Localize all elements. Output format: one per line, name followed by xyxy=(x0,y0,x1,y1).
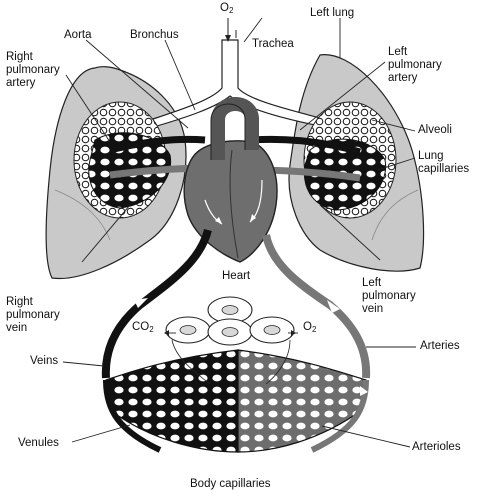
co2-text: CO xyxy=(132,321,150,333)
trachea-tube xyxy=(149,39,321,129)
label-veins: Veins xyxy=(30,355,59,367)
label-right-pulmonary-vein: Right pulmonary vein xyxy=(6,296,60,334)
label-lung-capillaries: Lung capillaries xyxy=(418,150,470,175)
label-arterioles: Arterioles xyxy=(412,441,461,453)
aorta-arch xyxy=(211,97,259,160)
arterial-capillary-bed xyxy=(237,349,367,453)
label-left-pulmonary-vein: Left pulmonary vein xyxy=(362,277,416,315)
label-o2-top: O2 xyxy=(220,2,233,17)
label-o2-body: O2 xyxy=(303,321,316,336)
label-venules: Venules xyxy=(18,437,59,449)
label-left-lung: Left lung xyxy=(310,7,355,19)
label-body-capillaries: Body capillaries xyxy=(190,478,271,490)
label-heart: Heart xyxy=(222,270,251,282)
o2-body-text: O xyxy=(303,321,312,333)
venous-capillary-bed xyxy=(105,349,239,453)
label-right-pulmonary-artery: Right pulmonary artery xyxy=(6,51,60,89)
co2-sub: 2 xyxy=(149,325,154,334)
label-co2: CO2 xyxy=(132,321,154,336)
o2-top-text: O xyxy=(220,2,229,14)
label-arteries: Arteries xyxy=(420,340,460,352)
leader-lines xyxy=(62,17,416,448)
o2-top-sub: 2 xyxy=(228,6,234,15)
label-alveoli: Alveoli xyxy=(418,124,452,136)
body-cells xyxy=(165,296,295,385)
label-aorta: Aorta xyxy=(64,29,92,41)
label-bronchus: Bronchus xyxy=(130,29,179,41)
label-left-pulmonary-artery: Left pulmonary artery xyxy=(388,46,442,84)
o2-body-sub: 2 xyxy=(311,325,317,334)
label-trachea: Trachea xyxy=(252,38,294,50)
